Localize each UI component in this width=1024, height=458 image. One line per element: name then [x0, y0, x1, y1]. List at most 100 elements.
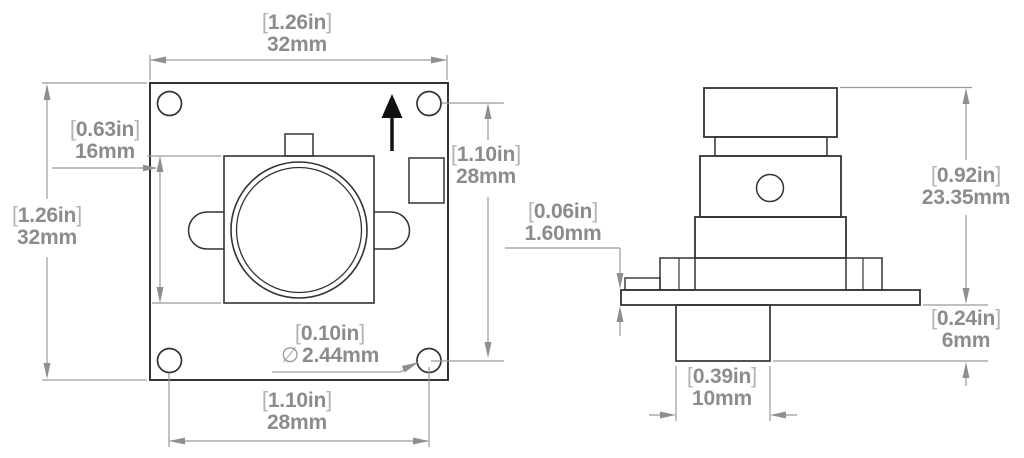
set-screw-hole [755, 173, 785, 203]
dim-hole-diameter-leader [272, 362, 419, 373]
dim-holder-height [52, 155, 221, 304]
bracket: ] [134, 116, 141, 141]
dim-label-hole-diameter: [0.10in] ∅2.44mm [281, 322, 379, 367]
dim-arrow [413, 437, 429, 445]
bracket: ] [592, 198, 599, 223]
extension-line [42, 82, 147, 381]
bracket: ] [751, 363, 758, 388]
diameter-symbol: ∅ [280, 344, 300, 367]
board-outline [149, 82, 449, 381]
dim-arrow [484, 103, 492, 119]
mounting-hole-bottom-left [156, 347, 183, 374]
holder-left-foot [659, 257, 696, 291]
dim-pcb-thickness [505, 247, 624, 336]
bracket: [ [930, 162, 937, 187]
dim-label-module-height: [0.92in] 23.35mm [922, 164, 1011, 209]
dim-mm: 1.60mm [524, 222, 602, 245]
dim-label-connector-height: [0.24in] 6mm [931, 307, 1001, 352]
dim-arrow [156, 287, 164, 303]
dim-arrow [43, 84, 51, 100]
mounting-hole-top-right [416, 90, 442, 117]
dim-label-front-width: [1.26in] 32mm [262, 11, 332, 56]
dim-inches: [1.10in] [261, 387, 333, 412]
bracket: ] [76, 202, 83, 227]
leader-line [505, 247, 621, 336]
bracket: [ [294, 320, 301, 345]
leader-line [431, 102, 504, 362]
dim-arrow [962, 288, 970, 304]
dim-inches: [0.39in] [686, 363, 758, 388]
dim-label-pcb-thickness: [0.06in] 1.60mm [524, 200, 601, 245]
dim-mm: 28mm [267, 411, 327, 434]
dim-hole-spacing-vertical [431, 102, 504, 362]
dim-arrow [616, 273, 624, 289]
connector-outline [675, 304, 771, 362]
mounting-hole-top-left [156, 90, 183, 117]
arrow-head [381, 94, 403, 118]
dim-label-hole-spacing-vertical: [1.10in] 28mm [451, 143, 521, 188]
bracket: [ [527, 198, 534, 223]
dim-connector-width [649, 366, 797, 421]
lens-neck-outline [714, 136, 828, 157]
dim-module-height [840, 86, 988, 306]
side-view [620, 87, 921, 362]
front-view [149, 82, 449, 381]
leader-arrow [402, 362, 419, 373]
dim-mm: 10mm [692, 387, 752, 410]
dim-inches: [0.92in] [930, 162, 1002, 187]
extension-line [147, 155, 221, 304]
dim-arrow [150, 56, 166, 64]
dim-arrow [169, 437, 185, 445]
dim-front-height [42, 82, 147, 381]
bracket: [ [11, 202, 18, 227]
bracket: ] [326, 9, 333, 34]
lens-cap-outline [703, 87, 838, 138]
dim-mm: 16mm [75, 140, 135, 163]
dim-front-width [149, 55, 448, 80]
dim-inches: [0.06in] [527, 198, 599, 223]
dim-arrow [962, 88, 970, 104]
lens-barrel-inner-circle [235, 166, 363, 294]
dim-mm: 32mm [17, 226, 77, 249]
dim-mm: ∅2.44mm [280, 344, 380, 367]
dim-arrow [156, 156, 164, 172]
bracket: [ [930, 305, 937, 330]
lens-barrel-outline [699, 155, 842, 218]
dim-hole-spacing-horizontal [168, 367, 430, 447]
extension-line [168, 367, 430, 447]
dim-mm: 6mm [941, 329, 991, 352]
dim-inches: [0.24in] [930, 305, 1002, 330]
dim-mm: 32mm [267, 33, 327, 56]
holder-right-ear [374, 211, 411, 250]
dim-connector-height [773, 360, 988, 386]
dim-arrow [616, 306, 624, 322]
dim-arrow [962, 362, 970, 378]
bracket: ] [995, 305, 1002, 330]
dim-inches: [1.26in] [261, 9, 333, 34]
leader-line [272, 368, 406, 373]
lens-barrel-outer-circle [230, 161, 368, 299]
extension-line [840, 86, 988, 306]
dim-label-holder-height: [0.63in] 16mm [70, 118, 140, 163]
dim-inches: [0.10in] [294, 320, 366, 345]
bracket: ] [995, 162, 1002, 187]
lens-holder-base-outline [694, 216, 847, 259]
dim-label-front-height: [1.26in] 32mm [12, 204, 82, 249]
dim-arrow [770, 411, 786, 419]
side-tab [624, 277, 661, 291]
bracket: [ [261, 9, 268, 34]
bracket: ] [326, 387, 333, 412]
extension-line [675, 366, 771, 421]
pcb-outline [620, 289, 921, 306]
bracket: [ [450, 141, 457, 166]
holder-right-foot [845, 257, 883, 291]
bracket: [ [686, 363, 693, 388]
holder-left-ear [187, 211, 224, 250]
dim-inches: [1.10in] [450, 141, 522, 166]
dim-inches: [1.26in] [11, 202, 83, 227]
leader-arrow [143, 164, 158, 172]
dim-arrow [43, 363, 51, 379]
extension-line [149, 55, 448, 80]
